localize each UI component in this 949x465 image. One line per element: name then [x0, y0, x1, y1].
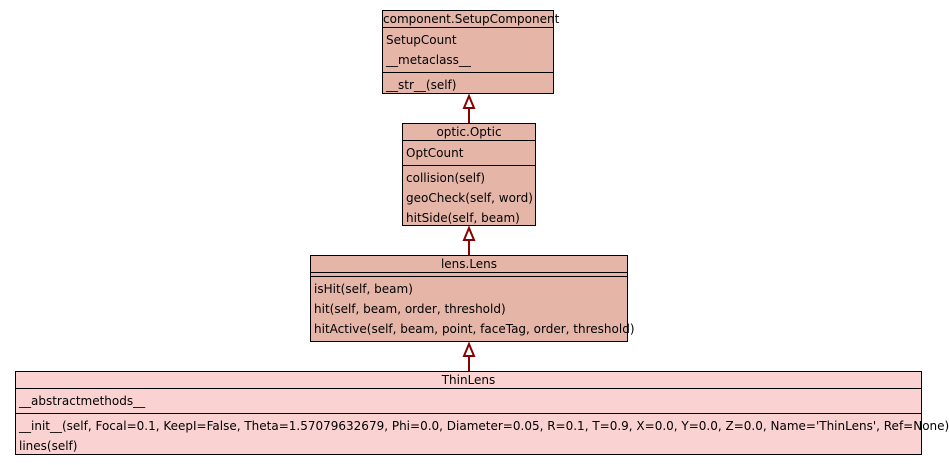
method: geoCheck(self, word): [406, 191, 533, 205]
class-optic[interactable]: optic.Optic OptCount collision(self) geo…: [402, 123, 536, 226]
edge-optic-to-setupcomponent: [462, 93, 476, 123]
class-name: optic.Optic: [403, 124, 535, 141]
inheritance-arrow-icon: [462, 93, 476, 109]
inheritance-arrow-icon: [462, 225, 476, 241]
method: __init__(self, Focal=0.1, KeepI=False, T…: [19, 419, 949, 433]
method: hit(self, beam, order, threshold): [314, 302, 506, 316]
class-lens[interactable]: lens.Lens isHit(self, beam) hit(self, be…: [310, 255, 635, 342]
methods-section: collision(self) geoCheck(self, word) hit…: [403, 166, 535, 230]
methods-section: __init__(self, Focal=0.1, KeepI=False, T…: [16, 414, 949, 458]
attributes-section: SetupCount __metaclass__: [383, 28, 553, 73]
attributes-section: __abstractmethods__: [16, 389, 921, 414]
attribute: __abstractmethods__: [19, 394, 146, 408]
attribute: __metaclass__: [386, 53, 471, 67]
method: isHit(self, beam): [314, 282, 413, 296]
class-setupcomponent[interactable]: component.SetupComponent SetupCount __me…: [382, 10, 560, 97]
method: lines(self): [19, 439, 78, 453]
method: collision(self): [406, 171, 486, 185]
method: __str__(self): [386, 78, 457, 92]
methods-section: isHit(self, beam) hit(self, beam, order,…: [311, 277, 635, 341]
edge-lens-to-optic: [462, 225, 476, 255]
attributes-section: [311, 273, 627, 277]
class-name: component.SetupComponent: [383, 12, 560, 28]
attribute: SetupCount: [386, 33, 457, 47]
method: hitActive(self, beam, point, faceTag, or…: [314, 322, 635, 336]
inheritance-arrow-icon: [462, 341, 476, 357]
class-thinlens[interactable]: ThinLens __abstractmethods__ __init__(se…: [15, 371, 949, 458]
class-name: lens.Lens: [311, 256, 627, 273]
attributes-section: OptCount: [403, 141, 535, 166]
edge-thinlens-to-lens: [462, 341, 476, 371]
attribute: OptCount: [406, 146, 464, 160]
methods-section: __str__(self): [383, 73, 553, 97]
class-name: ThinLens: [16, 372, 921, 389]
method: hitSide(self, beam): [406, 211, 520, 225]
